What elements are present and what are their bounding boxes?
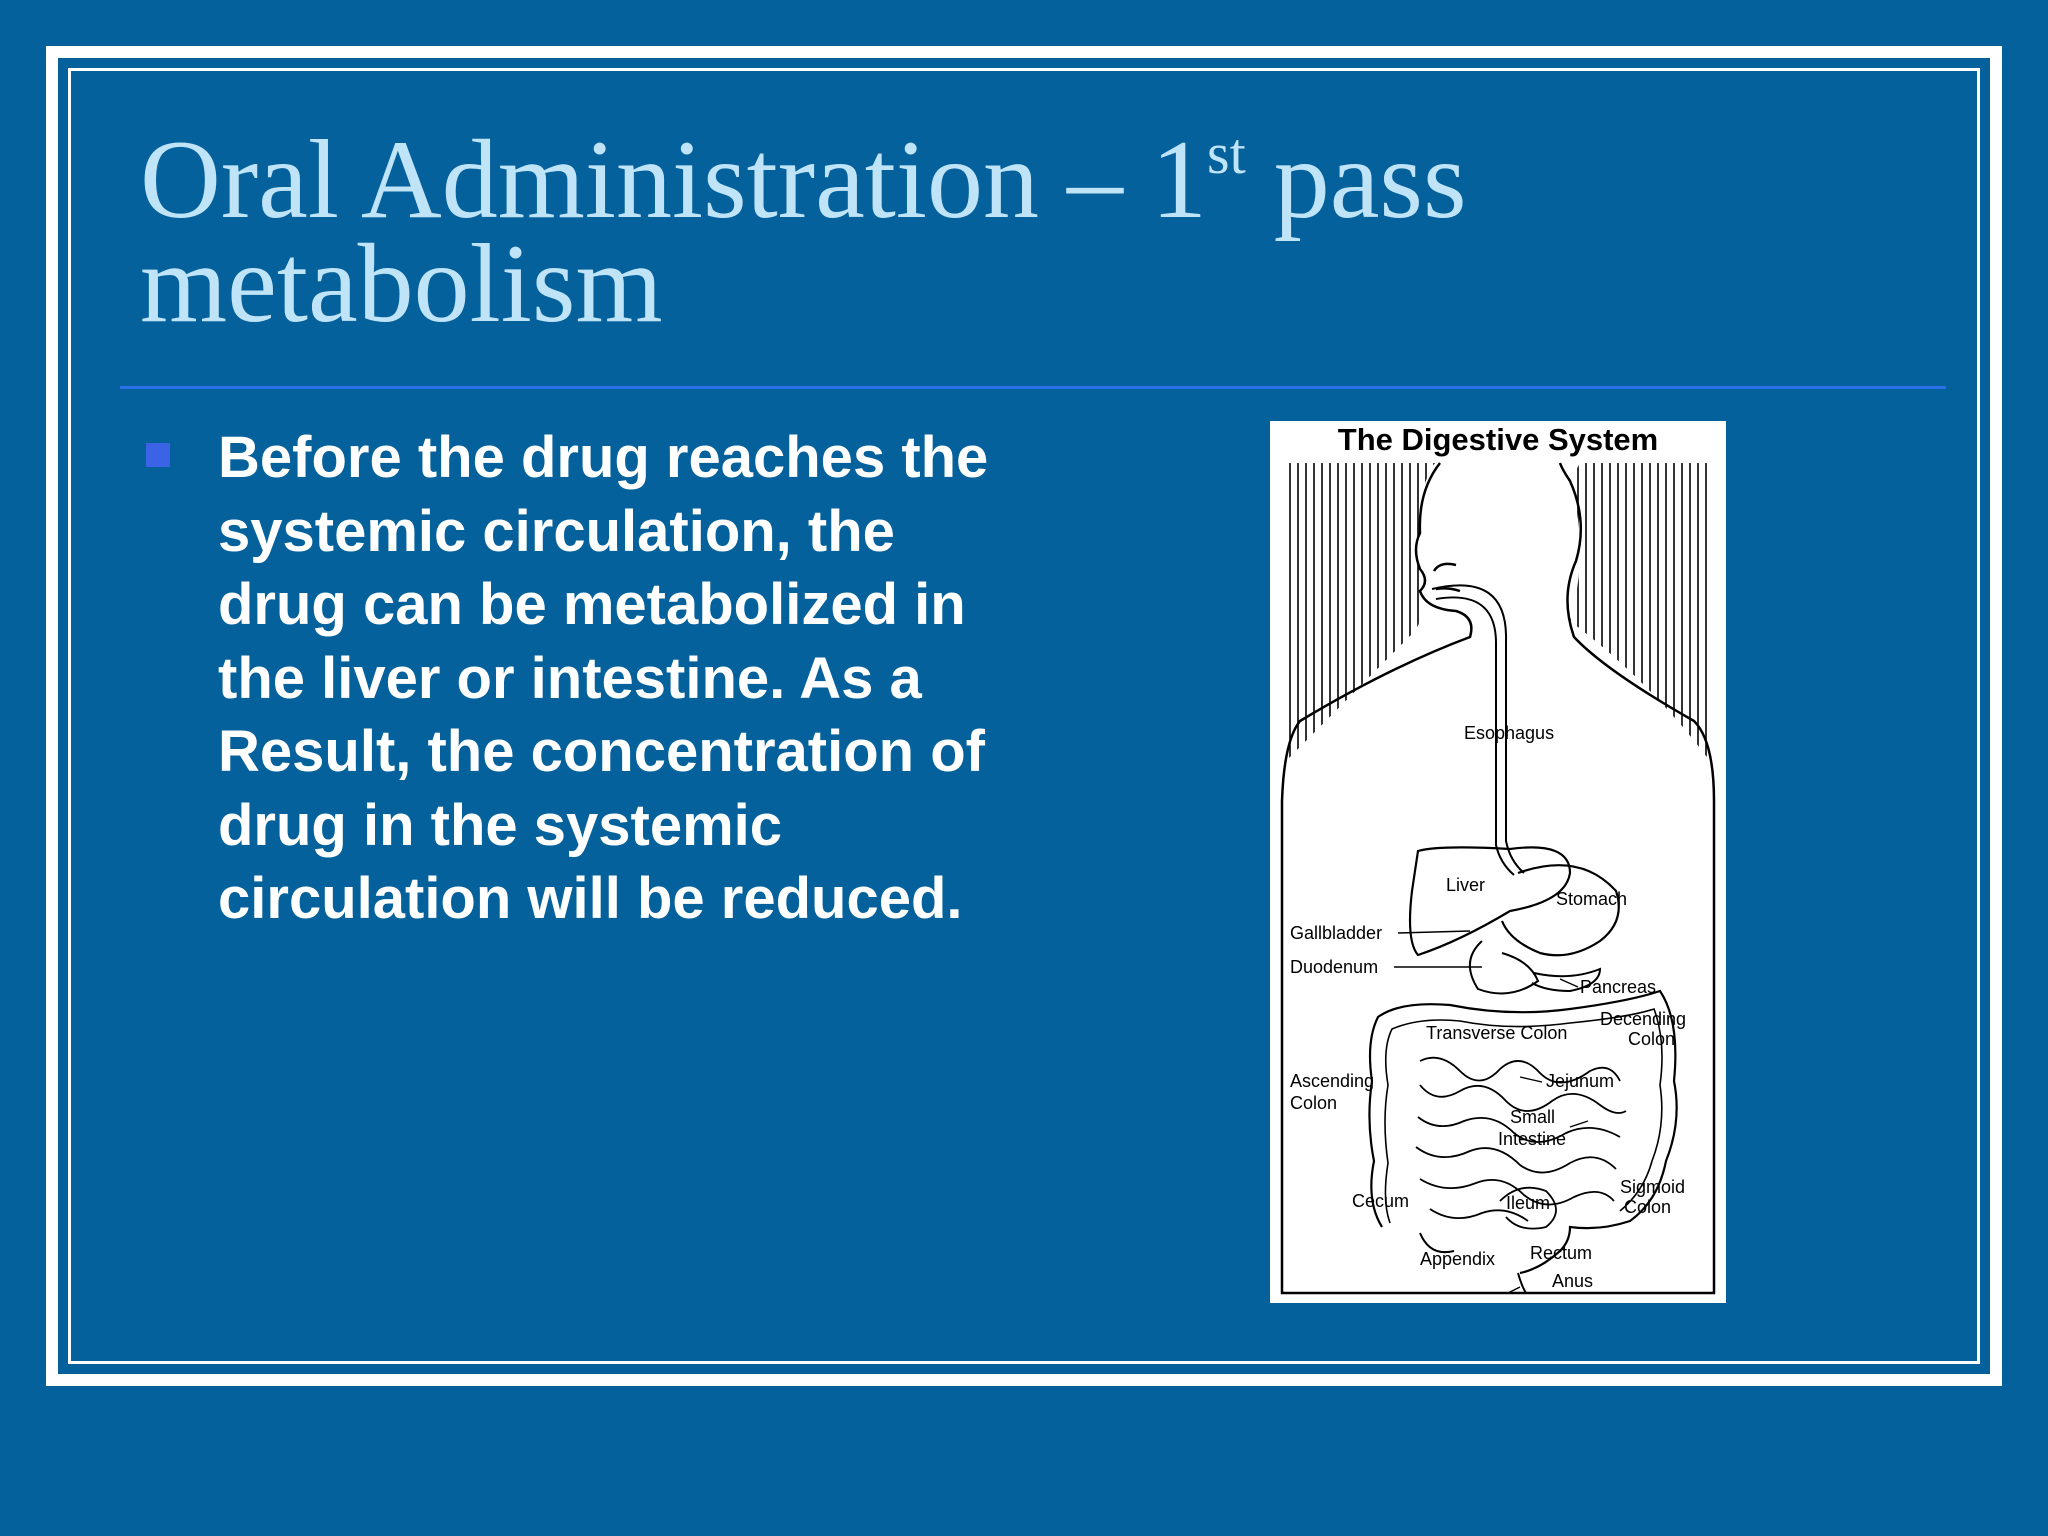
right-hatching (1570, 463, 1707, 761)
label-ascending-2: Colon (1290, 1093, 1337, 1113)
digestive-system-diagram: The Digestive System (1280, 422, 1716, 1295)
label-esophagus: Esophagus (1464, 723, 1554, 743)
label-cecum: Cecum (1352, 1191, 1409, 1211)
label-sigmoid-1: Sigmoid (1620, 1177, 1685, 1197)
label-rectum: Rectum (1530, 1243, 1592, 1263)
left-hatching (1289, 463, 1435, 761)
digestive-system-figure: The Digestive System (1270, 421, 1726, 1303)
label-ascending-1: Ascending (1290, 1071, 1374, 1091)
label-jejunum: Jejunum (1546, 1071, 1614, 1091)
label-small-2: Intestine (1498, 1129, 1566, 1149)
slide-title: Oral Administration – 1st pass metabolis… (140, 124, 1840, 340)
title-rest: pass metabolism (140, 118, 1467, 346)
label-small-1: Small (1510, 1107, 1555, 1127)
figure-title: The Digestive System (1338, 422, 1658, 457)
bullet-text: Before the drug reaches the systemic cir… (218, 425, 989, 931)
title-main: Oral Administration – 1 (140, 118, 1208, 242)
pancreas-shape (1531, 967, 1602, 993)
rectum-shape (1517, 1272, 1527, 1294)
label-pancreas: Pancreas (1580, 977, 1656, 997)
label-leader-lines (1394, 930, 1589, 1294)
label-appendix: Appendix (1420, 1249, 1495, 1269)
title-superscript: st (1207, 121, 1246, 186)
colon-shape (1368, 989, 1678, 1275)
esophagus-tube (1431, 584, 1525, 876)
slide-inner-border (68, 68, 1980, 1364)
label-sigmoid-2: Colon (1624, 1197, 1671, 1217)
label-transverse-colon: Transverse Colon (1426, 1023, 1567, 1043)
label-stomach: Stomach (1556, 889, 1627, 909)
bullet-square-icon (146, 443, 170, 467)
title-divider (120, 386, 1946, 389)
label-decending-1: Decending (1600, 1009, 1686, 1029)
body-outline (1280, 462, 1716, 1295)
label-liver: Liver (1446, 875, 1485, 895)
small-intestine-coils (1415, 1056, 1627, 1230)
label-duodenum: Duodenum (1290, 957, 1378, 977)
colon-inner-line (1384, 1007, 1663, 1224)
label-anus: Anus (1552, 1271, 1593, 1291)
appendix-shape (1419, 1232, 1455, 1254)
label-ileum: Ileum (1506, 1193, 1550, 1213)
label-decending-2: Colon (1628, 1029, 1675, 1049)
duodenum-shape (1469, 940, 1540, 995)
slide-outer-border (46, 46, 2002, 1386)
label-gallbladder: Gallbladder (1290, 923, 1382, 943)
liver-shape (1408, 846, 1572, 957)
stomach-shape (1500, 864, 1620, 957)
